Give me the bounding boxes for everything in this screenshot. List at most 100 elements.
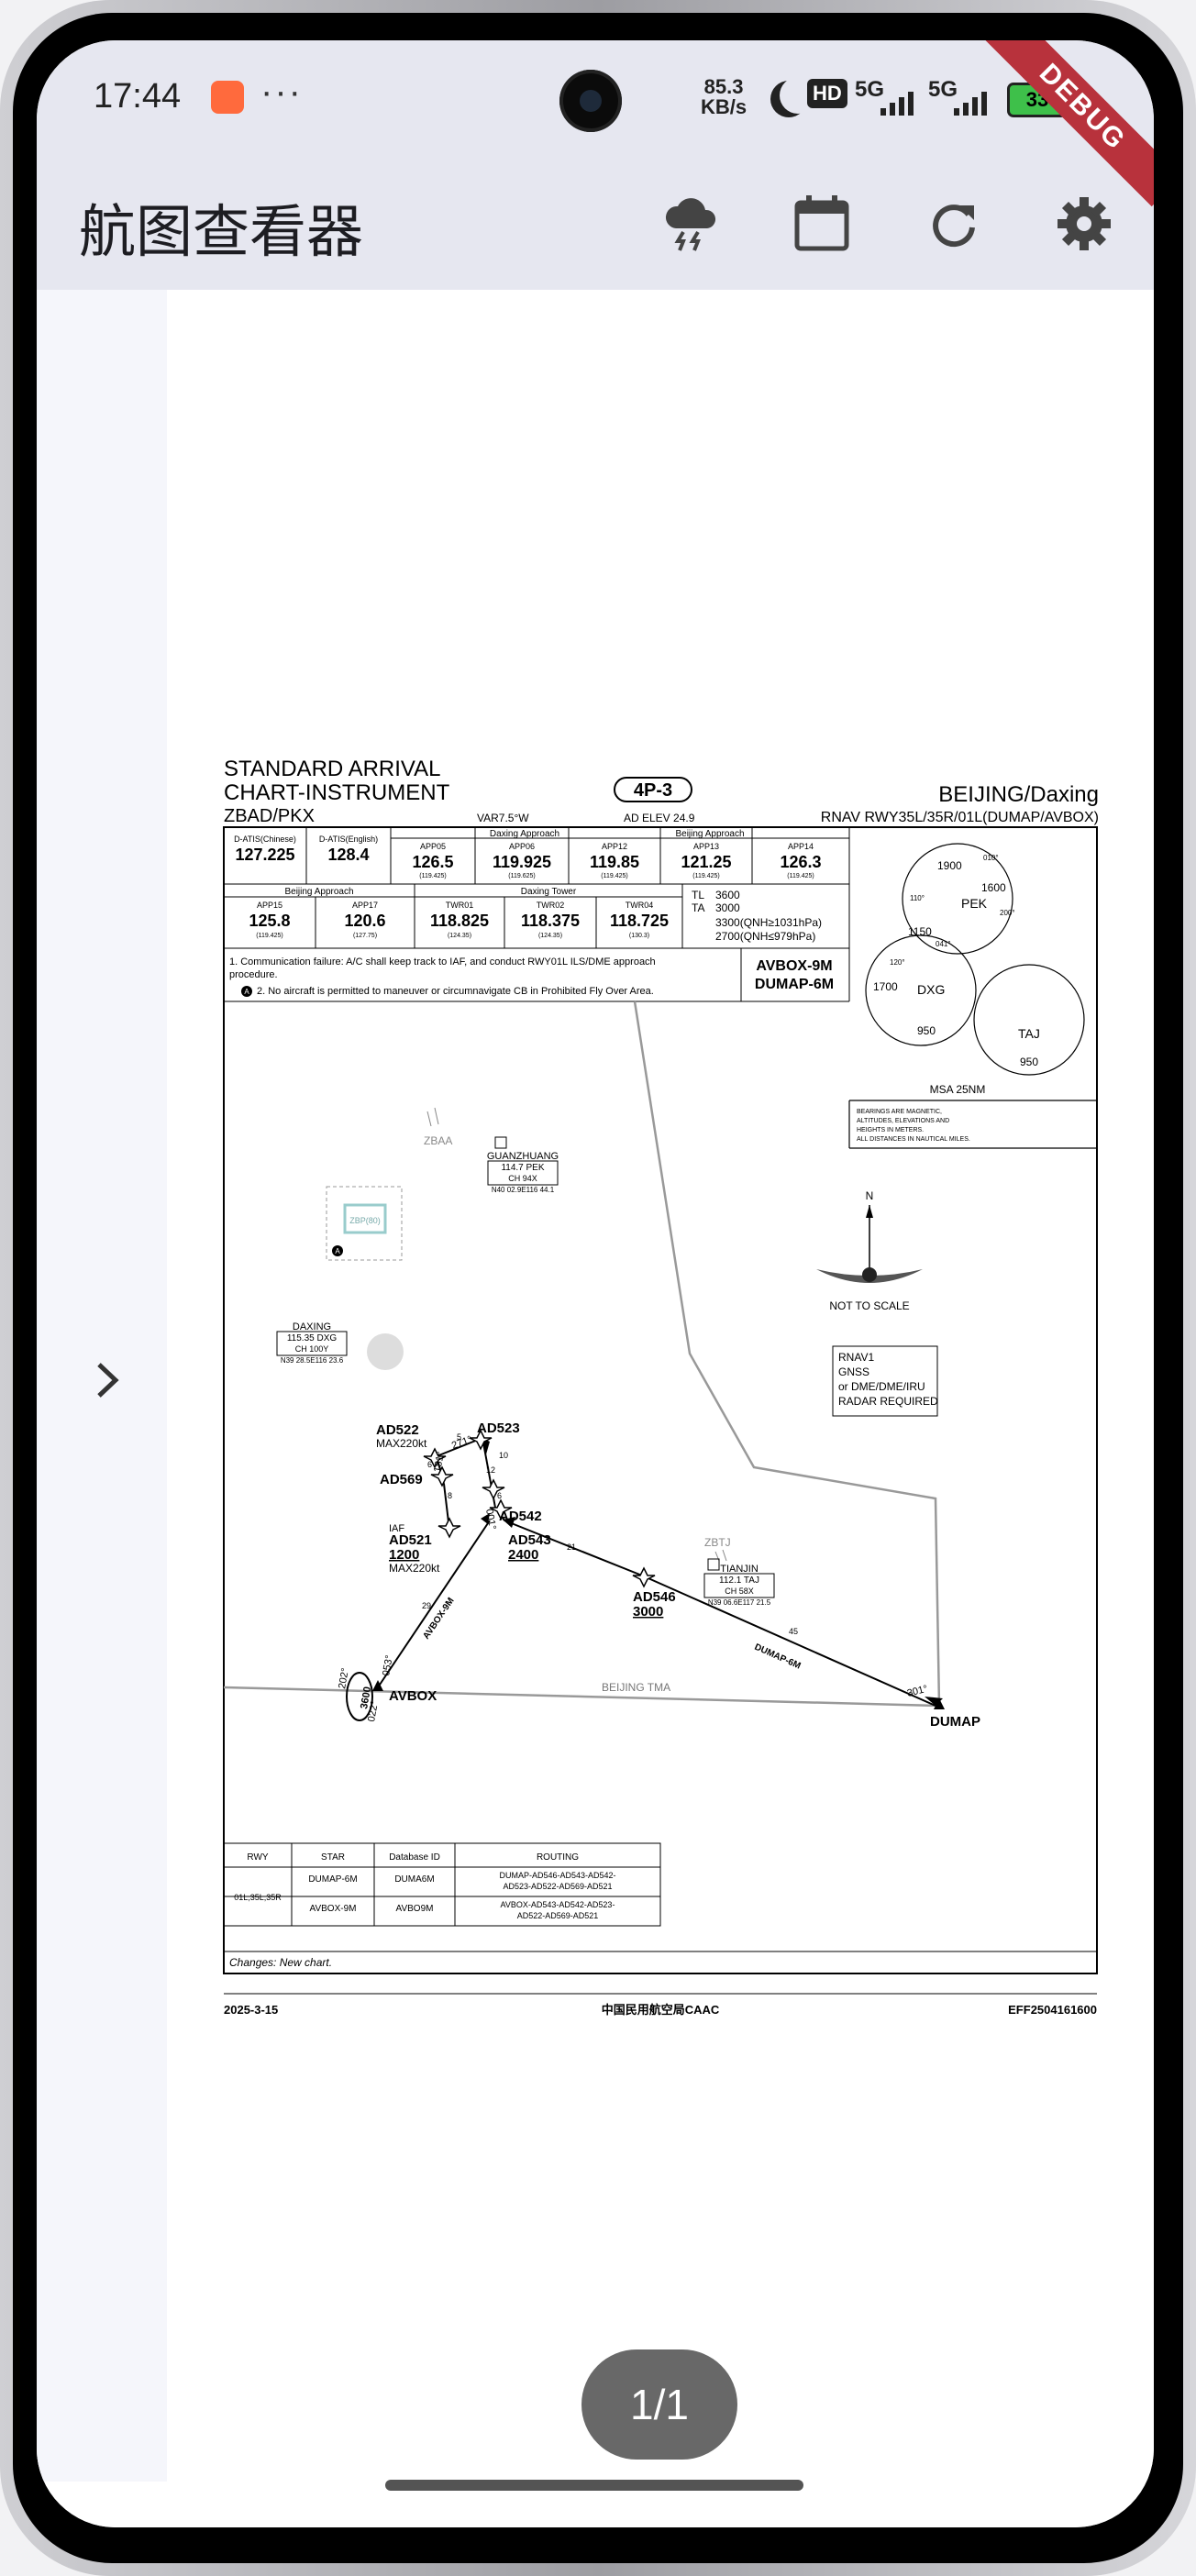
freq-value: 119.925 bbox=[493, 853, 551, 871]
chart-effective: EFF2504161600 bbox=[1008, 2003, 1097, 2017]
freq-label: D-ATIS(English) bbox=[319, 835, 378, 844]
table-header: ROUTING bbox=[537, 1852, 579, 1863]
expand-panel-chevron-icon[interactable] bbox=[84, 1357, 130, 1403]
magnetic-variation: VAR7.5°W bbox=[477, 812, 529, 824]
navaid-freq: 115.35 DXG bbox=[287, 1333, 338, 1343]
msa-sector-950b: 950 bbox=[1020, 1056, 1038, 1068]
refresh-button[interactable] bbox=[917, 187, 991, 260]
freq-group-daxing-approach: Daxing Approach bbox=[490, 829, 559, 839]
chart-date: 2025-3-15 bbox=[224, 2003, 278, 2017]
chart-id: 4P-3 bbox=[634, 780, 672, 801]
msa-diagram bbox=[848, 843, 1097, 1149]
bearing-053: 053° bbox=[381, 1654, 395, 1677]
msa-bearing-110: 110° bbox=[910, 894, 925, 902]
bearing-022: 022° bbox=[366, 1700, 381, 1723]
navaid-channel: CH 100Y bbox=[295, 1344, 329, 1354]
freq-label: TWR02 bbox=[537, 901, 565, 910]
bearing-001: 001° bbox=[483, 1508, 498, 1531]
navaid-coord: N39 28.5E116 23.6 bbox=[281, 1356, 344, 1365]
fix-ad522-speed: MAX220kt bbox=[376, 1437, 427, 1450]
screen: 17:44 ··· 85.3 KB/s HD 5G 5G 33 DEBUG 航图… bbox=[37, 40, 1154, 2527]
fix-dumap: DUMAP bbox=[930, 1714, 980, 1730]
tma-label: BEIJING TMA bbox=[602, 1681, 670, 1694]
prohibited-area-label: ZBP(80) bbox=[349, 1216, 381, 1225]
hold-altitude: 3600 bbox=[359, 1686, 373, 1709]
rnav-line-4: RADAR REQUIRED bbox=[838, 1395, 938, 1408]
freq-label: APP17 bbox=[352, 901, 378, 910]
chart-authority: 中国民用航空局CAAC bbox=[602, 2003, 720, 2017]
navaid-box bbox=[703, 1573, 775, 1598]
rnav-line-2: GNSS bbox=[838, 1365, 869, 1378]
table-db-id: AVBO9M bbox=[396, 1904, 434, 1914]
table-routing: DUMAP-AD546-AD543-AD542- bbox=[499, 1871, 615, 1880]
bearing-202: 202° bbox=[337, 1667, 351, 1690]
freq-label: APP14 bbox=[788, 842, 814, 851]
prohibited-area-box bbox=[326, 1186, 403, 1261]
msa-fix-pek: PEK bbox=[961, 896, 988, 911]
table-star: AVBOX-9M bbox=[310, 1904, 357, 1914]
msa-sector-1600: 1600 bbox=[981, 881, 1006, 894]
network-speed: 85.3 KB/s bbox=[701, 77, 747, 117]
network-speed-value: 85.3 bbox=[703, 75, 744, 98]
home-indicator[interactable] bbox=[385, 2480, 803, 2491]
note-marker-circle bbox=[241, 986, 252, 997]
transition-altitude-label: TA bbox=[692, 901, 704, 914]
freq-label: APP15 bbox=[257, 901, 282, 910]
settings-button[interactable] bbox=[1047, 187, 1121, 260]
freq-sub: (127.75) bbox=[353, 933, 377, 939]
status-time: 17:44 bbox=[94, 77, 182, 116]
freq-sub: (119.425) bbox=[419, 873, 446, 879]
freq-label: TWR01 bbox=[446, 901, 474, 910]
airport-zbtj: ZBTJ bbox=[704, 1536, 731, 1549]
navaid-channel: CH 58X bbox=[725, 1587, 754, 1596]
chart-viewer[interactable]: STANDARD ARRIVAL CHART-INSTRUMENT ZBAD/P… bbox=[37, 290, 1154, 2527]
freq-sub: (119.625) bbox=[508, 873, 535, 879]
table-header: Database ID bbox=[389, 1852, 440, 1863]
msa-sector-1700: 1700 bbox=[873, 980, 898, 993]
daxing-airport-icon bbox=[367, 1333, 404, 1370]
bearing-181: 181° bbox=[432, 1451, 447, 1474]
tma-boundary-south bbox=[223, 1686, 940, 1708]
transition-level-label: TL bbox=[692, 889, 704, 901]
calendar-button[interactable] bbox=[785, 187, 858, 260]
freq-value: 125.8 bbox=[249, 912, 290, 930]
fix-iaf: IAF bbox=[389, 1523, 404, 1534]
fix-avbox: AVBOX bbox=[389, 1688, 437, 1704]
freq-value: 118.825 bbox=[430, 912, 489, 930]
fix-ad543-alt: 2400 bbox=[508, 1547, 538, 1563]
freq-label: APP12 bbox=[602, 842, 627, 851]
weather-button[interactable] bbox=[655, 187, 728, 260]
navaid-coord: N39 06.6E117 21.5 bbox=[708, 1598, 771, 1607]
prohibited-area-icon bbox=[343, 1203, 387, 1234]
procedure-name: RNAV RWY35L/35R/01L(DUMAP/AVBOX) bbox=[821, 810, 1099, 825]
transition-note-1: 3300(QNH≥1031hPa) bbox=[715, 916, 822, 929]
freq-group-beijing-approach-2: Beijing Approach bbox=[284, 887, 353, 897]
fix-ad546: AD546 bbox=[633, 1589, 676, 1605]
table-routing: AD523-AD522-AD569-AD521 bbox=[503, 1882, 612, 1891]
freq-label: D-ATIS(Chinese) bbox=[234, 835, 296, 844]
rnav-requirements-box bbox=[832, 1345, 938, 1417]
fix-waypoints bbox=[423, 1429, 656, 1588]
freq-group-daxing-tower: Daxing Tower bbox=[521, 887, 577, 897]
freq-value: 119.85 bbox=[590, 853, 639, 871]
freq-label: APP13 bbox=[693, 842, 719, 851]
frequency-row-2: APP15125.8(119.425)APP17120.6(127.75)TWR… bbox=[249, 901, 669, 939]
freq-sub: (119.425) bbox=[601, 873, 627, 879]
freq-label: APP06 bbox=[509, 842, 535, 851]
freq-value: 121.25 bbox=[681, 853, 731, 871]
msa-sector-1900: 1900 bbox=[937, 859, 962, 872]
star-name-1: AVBOX-9M bbox=[756, 958, 832, 974]
freq-value: 118.375 bbox=[521, 912, 580, 930]
chart-id-badge bbox=[614, 777, 692, 802]
bearing-301: 301° bbox=[906, 1684, 929, 1699]
table-header: RWY bbox=[247, 1852, 268, 1863]
msa-sector-950a: 950 bbox=[917, 1024, 936, 1037]
table-routing: AVBOX-AD543-AD542-AD523- bbox=[501, 1900, 615, 1909]
freq-value: 120.6 bbox=[344, 912, 385, 930]
navaid-channel: CH 94X bbox=[508, 1174, 537, 1183]
msa-fix-taj: TAJ bbox=[1018, 1026, 1040, 1041]
weather-storm-icon bbox=[665, 198, 716, 251]
freq-value: 127.225 bbox=[235, 846, 294, 864]
north-arrow-icon bbox=[816, 1205, 923, 1283]
navaid-name: GUANZHUANG bbox=[487, 1151, 559, 1162]
